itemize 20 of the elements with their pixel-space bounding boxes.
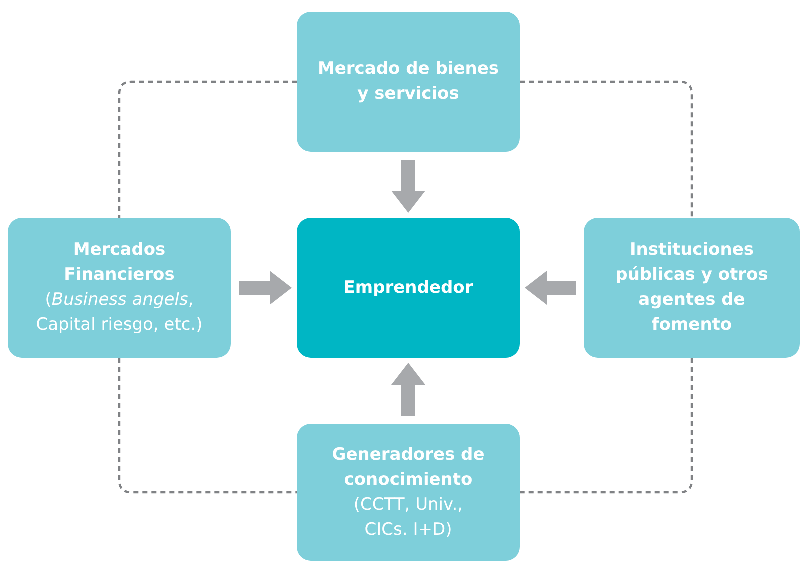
block-arrow (392, 160, 426, 213)
box-title: Generadores de conocimiento (331, 444, 486, 492)
rounded-box (297, 424, 520, 561)
dashed-connector (118, 358, 297, 494)
box-title: Mercado de bienes y servicios (316, 58, 500, 106)
rounded-box (584, 218, 800, 358)
block-arrow (392, 363, 426, 416)
box-title: Instituciones públicas y otros agentes de fomento (614, 239, 770, 337)
box-note: (Business angels, Capital riesgo, etc.) (35, 289, 204, 337)
block-arrow (239, 271, 292, 305)
rounded-box (297, 218, 520, 358)
dashed-connector (520, 80, 694, 218)
block-arrow (525, 271, 576, 305)
dashed-connector (118, 80, 297, 218)
rounded-box (297, 12, 520, 152)
rounded-box (8, 218, 231, 358)
box-note: (CCTT, Univ., CICs. I+D) (352, 494, 464, 542)
box-title: Mercados Financieros (63, 239, 176, 287)
dashed-connector (520, 358, 694, 494)
box-title: Emprendedor (344, 276, 474, 300)
